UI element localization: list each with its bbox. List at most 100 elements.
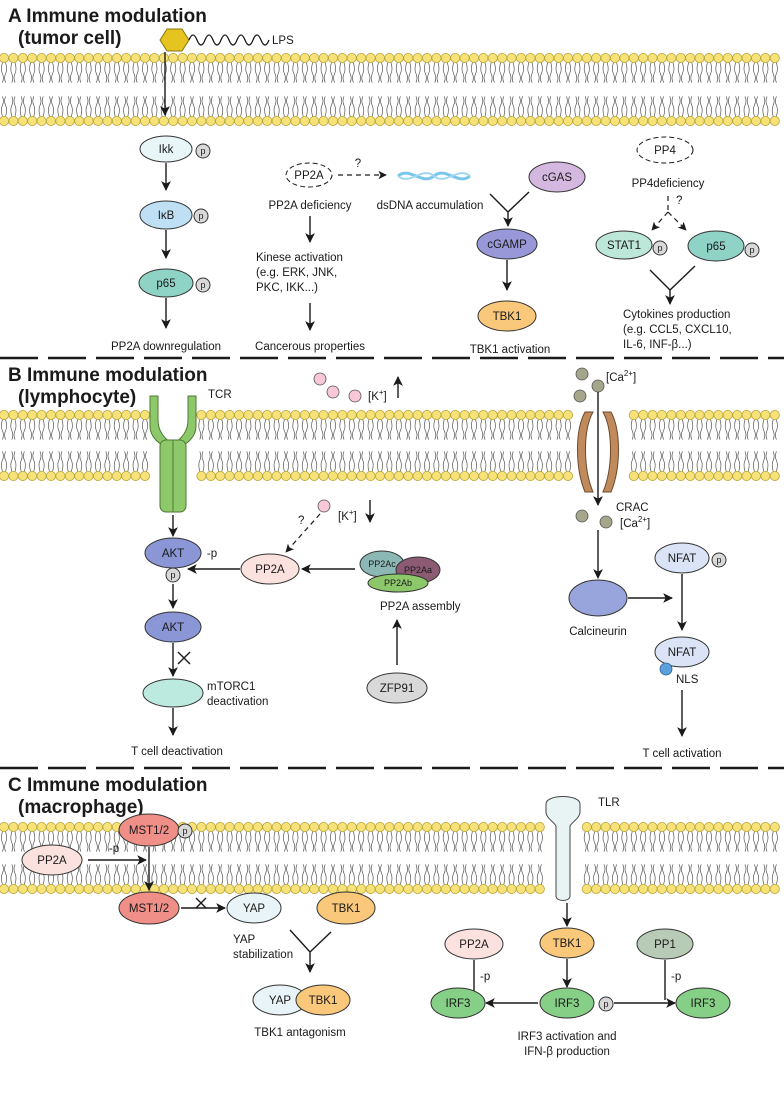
panel-a-title: A Immune modulation [8, 6, 207, 27]
mst-phospho-icon [177, 823, 193, 839]
pp1-label: PP1 [654, 939, 676, 951]
k-ion-2 [326, 385, 340, 399]
cgas-label: cGAS [542, 172, 572, 184]
pp2a-assembly-label: PP2A assembly [380, 601, 461, 613]
k-inside-label: [K+] [338, 508, 357, 523]
akt-phospho-icon [165, 567, 181, 583]
pp2a-dashed-node [285, 162, 333, 188]
minus-p-c-label: -p [109, 843, 119, 855]
tbk1b-label: TBK1 [309, 995, 338, 1007]
nfat2-label: NFAT [668, 647, 697, 659]
stat1-label: STAT1 [607, 240, 641, 252]
yap-label: YAP [243, 903, 265, 915]
tbk1-antagonism-label: TBK1 antagonism [254, 1027, 345, 1039]
tbk1-activation-label: TBK1 activation [470, 344, 551, 356]
irf3-phospho-label: p [603, 999, 608, 1009]
yap-stabilization-label1: YAP [233, 934, 255, 946]
cytokines-label: Cytokines production [623, 309, 730, 321]
mtorc1-label: mTORC1 [207, 681, 255, 693]
ca-inside-label: [Ca2+] [620, 515, 650, 530]
panel-a-subtitle: (tumor cell) [18, 28, 121, 49]
pp4-dashed-node [636, 136, 694, 164]
mst-label: MST1/2 [129, 825, 169, 837]
tcr-label: TCR [208, 389, 232, 401]
ca-outside-label: [Ca2+] [606, 369, 636, 384]
cgas-node [528, 161, 586, 193]
p65b-node [687, 230, 745, 262]
pp2a-deficiency-label: PP2A deficiency [268, 200, 351, 212]
deactivation-label: deactivation [207, 696, 268, 708]
p65-phospho-label: p [200, 280, 205, 290]
tbk1c-label: TBK1 [553, 938, 582, 950]
ikb-phospho-label: p [198, 211, 203, 221]
cytokines-examples-line2: IL-6, INF-β...) [623, 339, 692, 351]
kinase-activation-label: Kinese activation [256, 252, 343, 264]
tbk1-node [477, 300, 537, 332]
calcineurin-node [568, 579, 628, 617]
irf3-mid-label: IRF3 [555, 998, 580, 1010]
irf3-activation-label1: IRF3 activation and [517, 1031, 616, 1043]
irf3-mid-node [539, 987, 595, 1019]
mst2-node [118, 891, 180, 925]
tcr-receptor-icon [149, 395, 197, 513]
cgas-dsdna-junction [489, 191, 530, 226]
k-outside-label: [K+] [368, 388, 387, 403]
yap2-label: YAP [269, 995, 291, 1007]
k-question-label: ? [298, 515, 304, 527]
pp2a-b-label: PP2A [255, 564, 285, 576]
cgamp-node [476, 228, 538, 260]
p65-label: p65 [156, 278, 175, 290]
crac-channel-icon [577, 411, 619, 493]
lps-label: LPS [272, 35, 294, 47]
ikb-label: IκB [158, 210, 175, 222]
tbk1b-node [295, 984, 351, 1016]
stat1-phospho-label: p [657, 243, 662, 253]
nfat-label: NFAT [668, 553, 697, 565]
pp4-to-stat1-arrow [651, 211, 669, 231]
p65b-phospho-icon [744, 242, 760, 258]
stat1-node [595, 230, 653, 260]
tlr-label: TLR [598, 797, 620, 809]
p65b-phospho-label: p [749, 245, 754, 255]
panel-c-title: C Immune modulation [8, 775, 208, 796]
pp4-question-label: ? [676, 195, 682, 207]
irf3-phospho-icon [598, 996, 614, 1012]
pp2a-c2-node [444, 928, 504, 960]
minus-p-left-label: -p [480, 971, 490, 983]
pp2aa-label: PP2Aa [404, 565, 432, 575]
pp1-node [636, 928, 694, 960]
pp2ab-label: PP2Ab [384, 578, 412, 588]
calcineurin-label: Calcineurin [569, 626, 627, 638]
k-ion-1 [313, 372, 327, 386]
cytokines-examples-line1: (e.g. CCL5, CXCL10, [623, 324, 732, 336]
pp2a-label: PP2A [294, 170, 324, 182]
pp2a-downregulation-label: PP2A downregulation [111, 341, 221, 353]
tbk1-label: TBK1 [493, 311, 522, 323]
minus-p-label: -p [207, 548, 217, 560]
lps-chain-icon [188, 34, 270, 46]
irf3-left-label: IRF3 [446, 998, 471, 1010]
ca-ion-2 [591, 379, 605, 393]
nfat2-node [654, 636, 710, 668]
membrane-bilayer-2 [0, 409, 780, 481]
cytokine-junction [649, 265, 696, 304]
zfp91-node [366, 672, 428, 704]
cancerous-properties-label: Cancerous properties [255, 341, 365, 353]
p65-node [138, 268, 194, 298]
t-cell-deactivation-label: T cell deactivation [131, 746, 223, 758]
mtorc1-node [142, 678, 204, 708]
crac-label: CRAC [616, 502, 649, 514]
irf3-left-node [430, 987, 486, 1019]
k-ion-inside [317, 499, 331, 513]
pp4-label: PP4 [654, 145, 676, 157]
ikb-phospho-icon [193, 208, 209, 224]
ikk-phospho-label: p [200, 146, 205, 156]
pp2a-b-node [240, 553, 300, 585]
ca-ion-4 [575, 509, 589, 523]
nfat-phospho-icon [711, 552, 727, 568]
nfat-node [654, 542, 710, 574]
panel-b-subtitle: (lymphocyte) [18, 387, 136, 408]
ca-ion-1 [575, 367, 589, 381]
tbk1c-node [539, 927, 595, 959]
t-cell-activation-label: T cell activation [642, 748, 721, 760]
